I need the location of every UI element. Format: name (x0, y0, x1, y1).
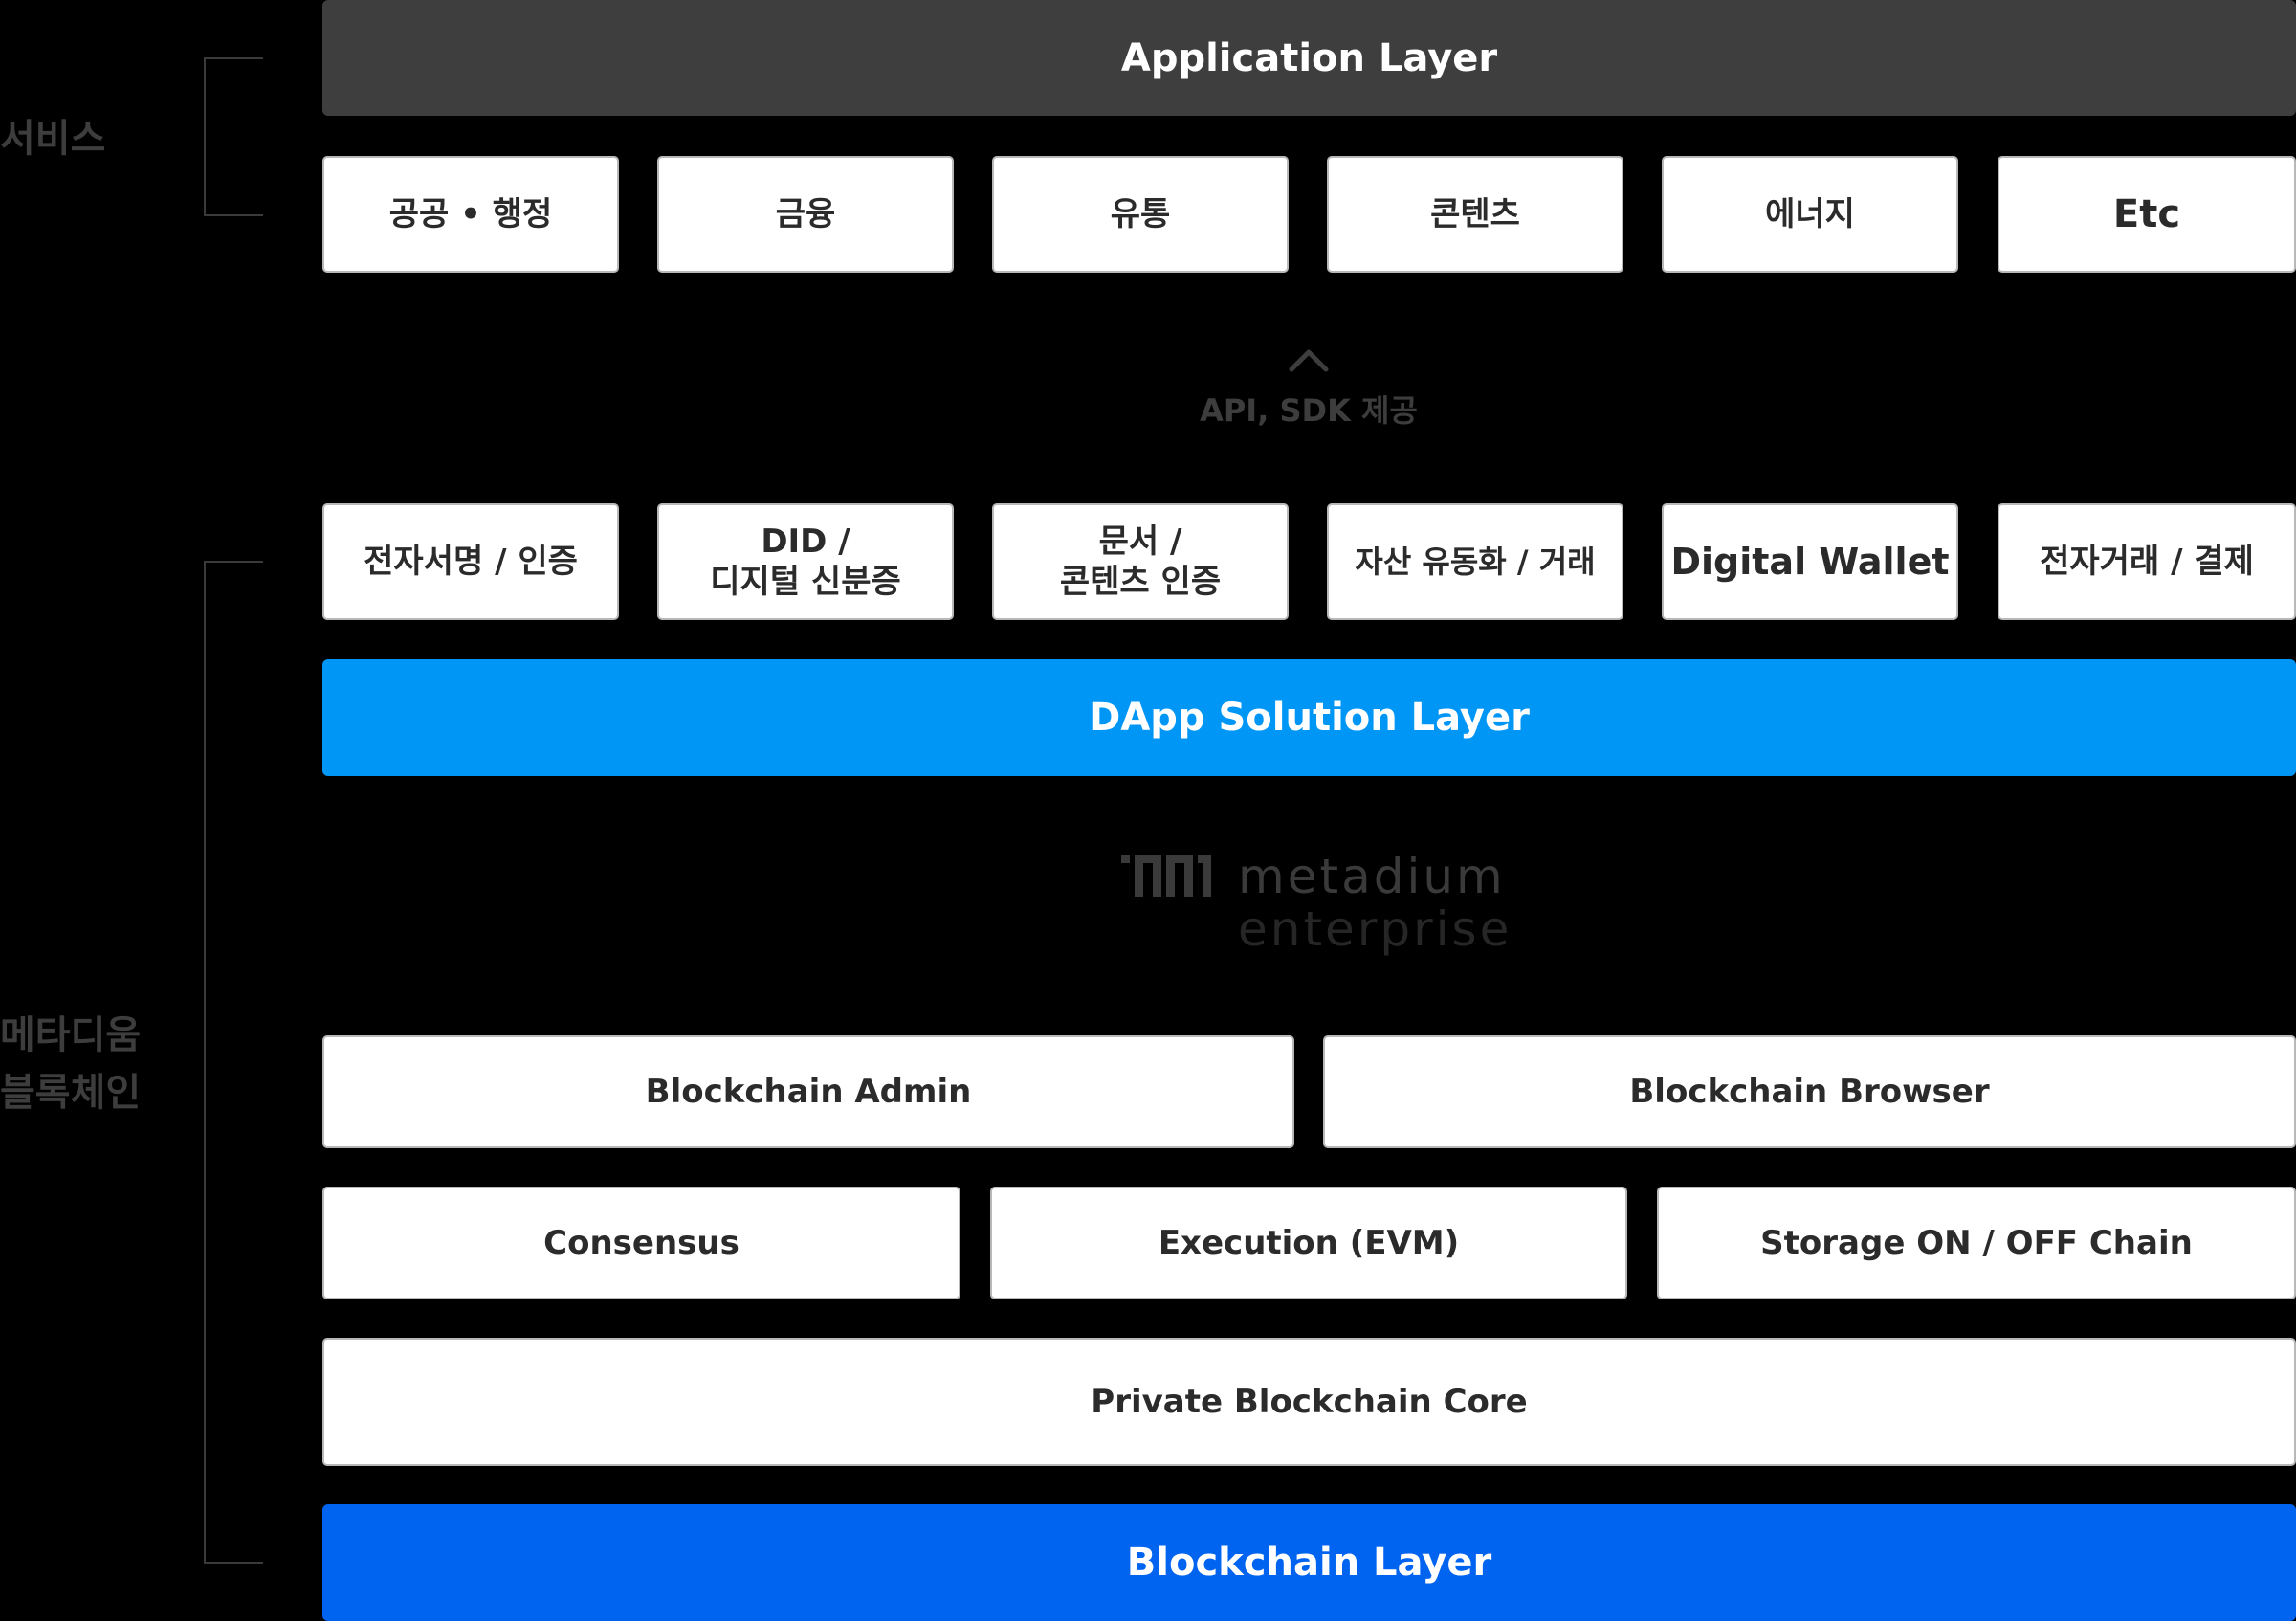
service-box-distribution: 유통 (992, 156, 1289, 273)
solution-box-asset: 자산 유동화 / 거래 (1327, 503, 1623, 620)
solution-box-ecommerce: 전자거래 / 결제 (1998, 503, 2296, 620)
blockchain-layer-label: Blockchain Layer (1126, 1541, 1492, 1585)
consensus-box: Consensus (322, 1187, 960, 1299)
solution-box-esign: 전자서명 / 인증 (322, 503, 619, 620)
storage-chain-box: Storage ON / OFF Chain (1657, 1187, 2296, 1299)
service-box-energy: 에너지 (1662, 156, 1958, 273)
api-sdk-caption: API, SDK 제공 (1200, 392, 1418, 429)
metadium-logo-sub: enterprise (1238, 901, 1512, 957)
blockchain-layer-bar: Blockchain Layer (322, 1504, 2296, 1621)
blockchain-bracket (204, 561, 263, 1564)
application-layer-bar: Application Layer (322, 0, 2296, 116)
side-label-metadium-blockchain: 메타디움 블록체인 (0, 1013, 142, 1115)
solution-box-digital-wallet: Digital Wallet (1662, 503, 1958, 620)
metadium-logo-icon (1121, 855, 1211, 897)
chevron-up-icon (1289, 349, 1329, 372)
service-box-contents: 콘텐츠 (1327, 156, 1623, 273)
solution-box-did: DID / 디지털 신분증 (657, 503, 954, 620)
blockchain-admin-box: Blockchain Admin (322, 1035, 1294, 1148)
side-label-service: 서비스 (0, 117, 106, 161)
blockchain-browser-box: Blockchain Browser (1323, 1035, 2296, 1148)
service-box-public: 공공 • 행정 (322, 156, 619, 273)
execution-evm-box: Execution (EVM) (990, 1187, 1627, 1299)
metadium-logo-name: metadium (1238, 849, 1506, 904)
dapp-solution-layer-bar: DApp Solution Layer (322, 659, 2296, 776)
private-blockchain-core-box: Private Blockchain Core (322, 1338, 2296, 1466)
service-bracket (204, 57, 263, 216)
solution-box-document: 문서 / 콘텐츠 인증 (992, 503, 1289, 620)
dapp-solution-layer-label: DApp Solution Layer (1089, 696, 1530, 740)
service-box-finance: 금융 (657, 156, 954, 273)
service-box-etc: Etc (1998, 156, 2296, 273)
application-layer-label: Application Layer (1120, 35, 1498, 80)
